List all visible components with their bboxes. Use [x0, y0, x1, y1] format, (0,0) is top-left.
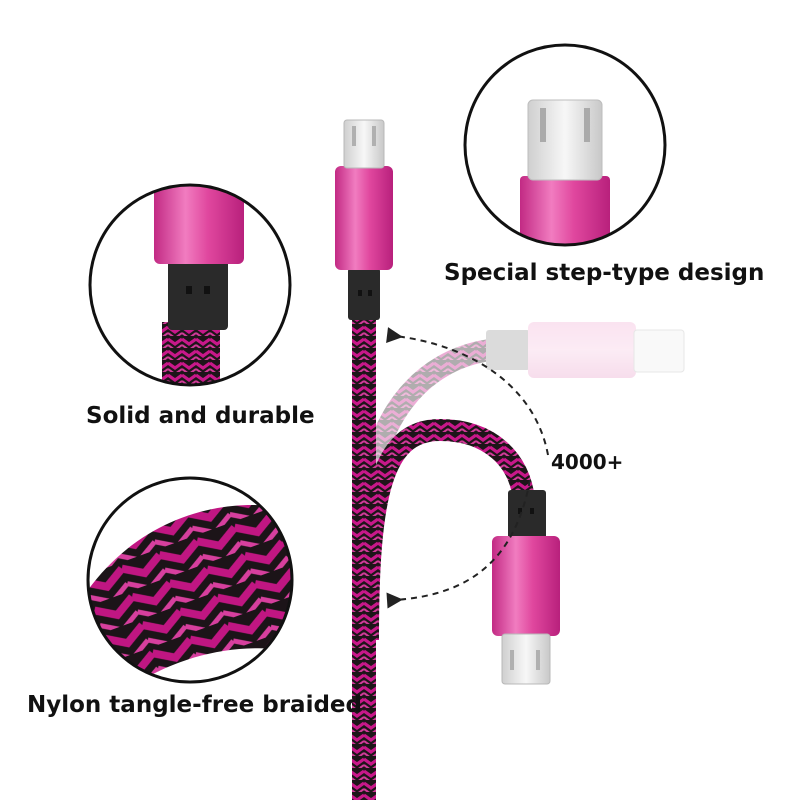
micro-usb-plug [343, 119, 385, 169]
connector-housing [335, 166, 393, 270]
arrow-left-dashed-icon [386, 479, 531, 609]
nylon-braided-label: Nylon tangle-free braided [27, 692, 362, 718]
bent-cable [357, 418, 560, 685]
strain-relief [348, 268, 380, 320]
arrow-left-dashed-icon [386, 327, 549, 456]
detail-circle-step-design [463, 43, 667, 247]
detail-circle-solid [88, 183, 292, 387]
solid-durable-label: Solid and durable [86, 403, 315, 429]
step-design-label: Special step-type design [444, 260, 765, 286]
bend-count-label: 4000+ [551, 450, 624, 474]
detail-circle-braided [86, 476, 294, 684]
